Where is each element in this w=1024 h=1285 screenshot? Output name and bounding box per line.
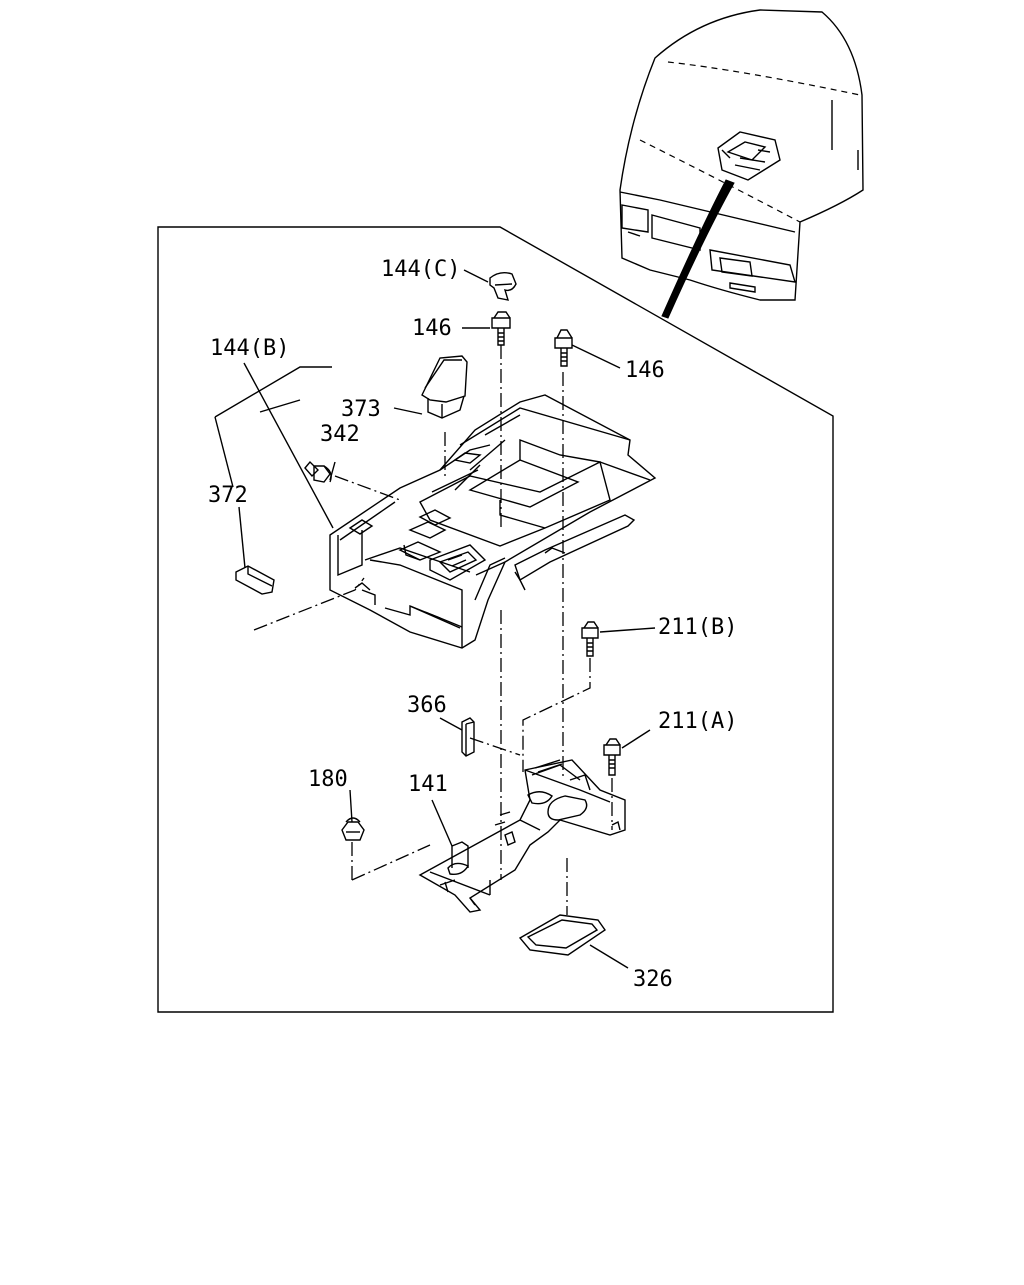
assembly-lines (253, 345, 613, 915)
detail-frame (157, 226, 834, 1013)
label-146-left: 146 (412, 316, 452, 341)
screw-part-211b (581, 621, 599, 657)
screw-part-211a (603, 738, 621, 776)
leader-lines (214, 269, 656, 969)
callout-labels: 144(C) 146 146 144(B) 373 342 372 211(B)… (208, 257, 737, 992)
grommet-part-342 (304, 460, 332, 483)
label-144b: 144(B) (210, 336, 289, 361)
nut-part-180 (341, 817, 365, 841)
label-372: 372 (208, 483, 248, 508)
clip-part-144c (489, 271, 517, 301)
screw-part-146-right (554, 329, 573, 367)
console-cover-part (329, 394, 657, 649)
label-211a: 211(A) (658, 709, 737, 734)
gasket-part-326 (518, 914, 606, 956)
cab-console-detail (717, 131, 781, 181)
label-141: 141 (408, 772, 448, 797)
bracket-part-141 (418, 759, 626, 913)
label-146-right: 146 (625, 358, 665, 383)
label-180: 180 (308, 767, 348, 792)
cab-pointer-leader (661, 179, 735, 319)
label-342: 342 (320, 422, 360, 447)
label-366: 366 (407, 693, 447, 718)
label-144c: 144(C) (381, 257, 460, 282)
label-211b: 211(B) (658, 615, 737, 640)
pin-part-366 (461, 717, 475, 757)
tray-part-373 (421, 355, 468, 419)
cap-part-372 (235, 565, 275, 595)
label-373: 373 (341, 397, 381, 422)
cab-overview-illustration (619, 9, 864, 319)
label-326: 326 (633, 967, 673, 992)
screw-part-146-left (491, 311, 511, 346)
